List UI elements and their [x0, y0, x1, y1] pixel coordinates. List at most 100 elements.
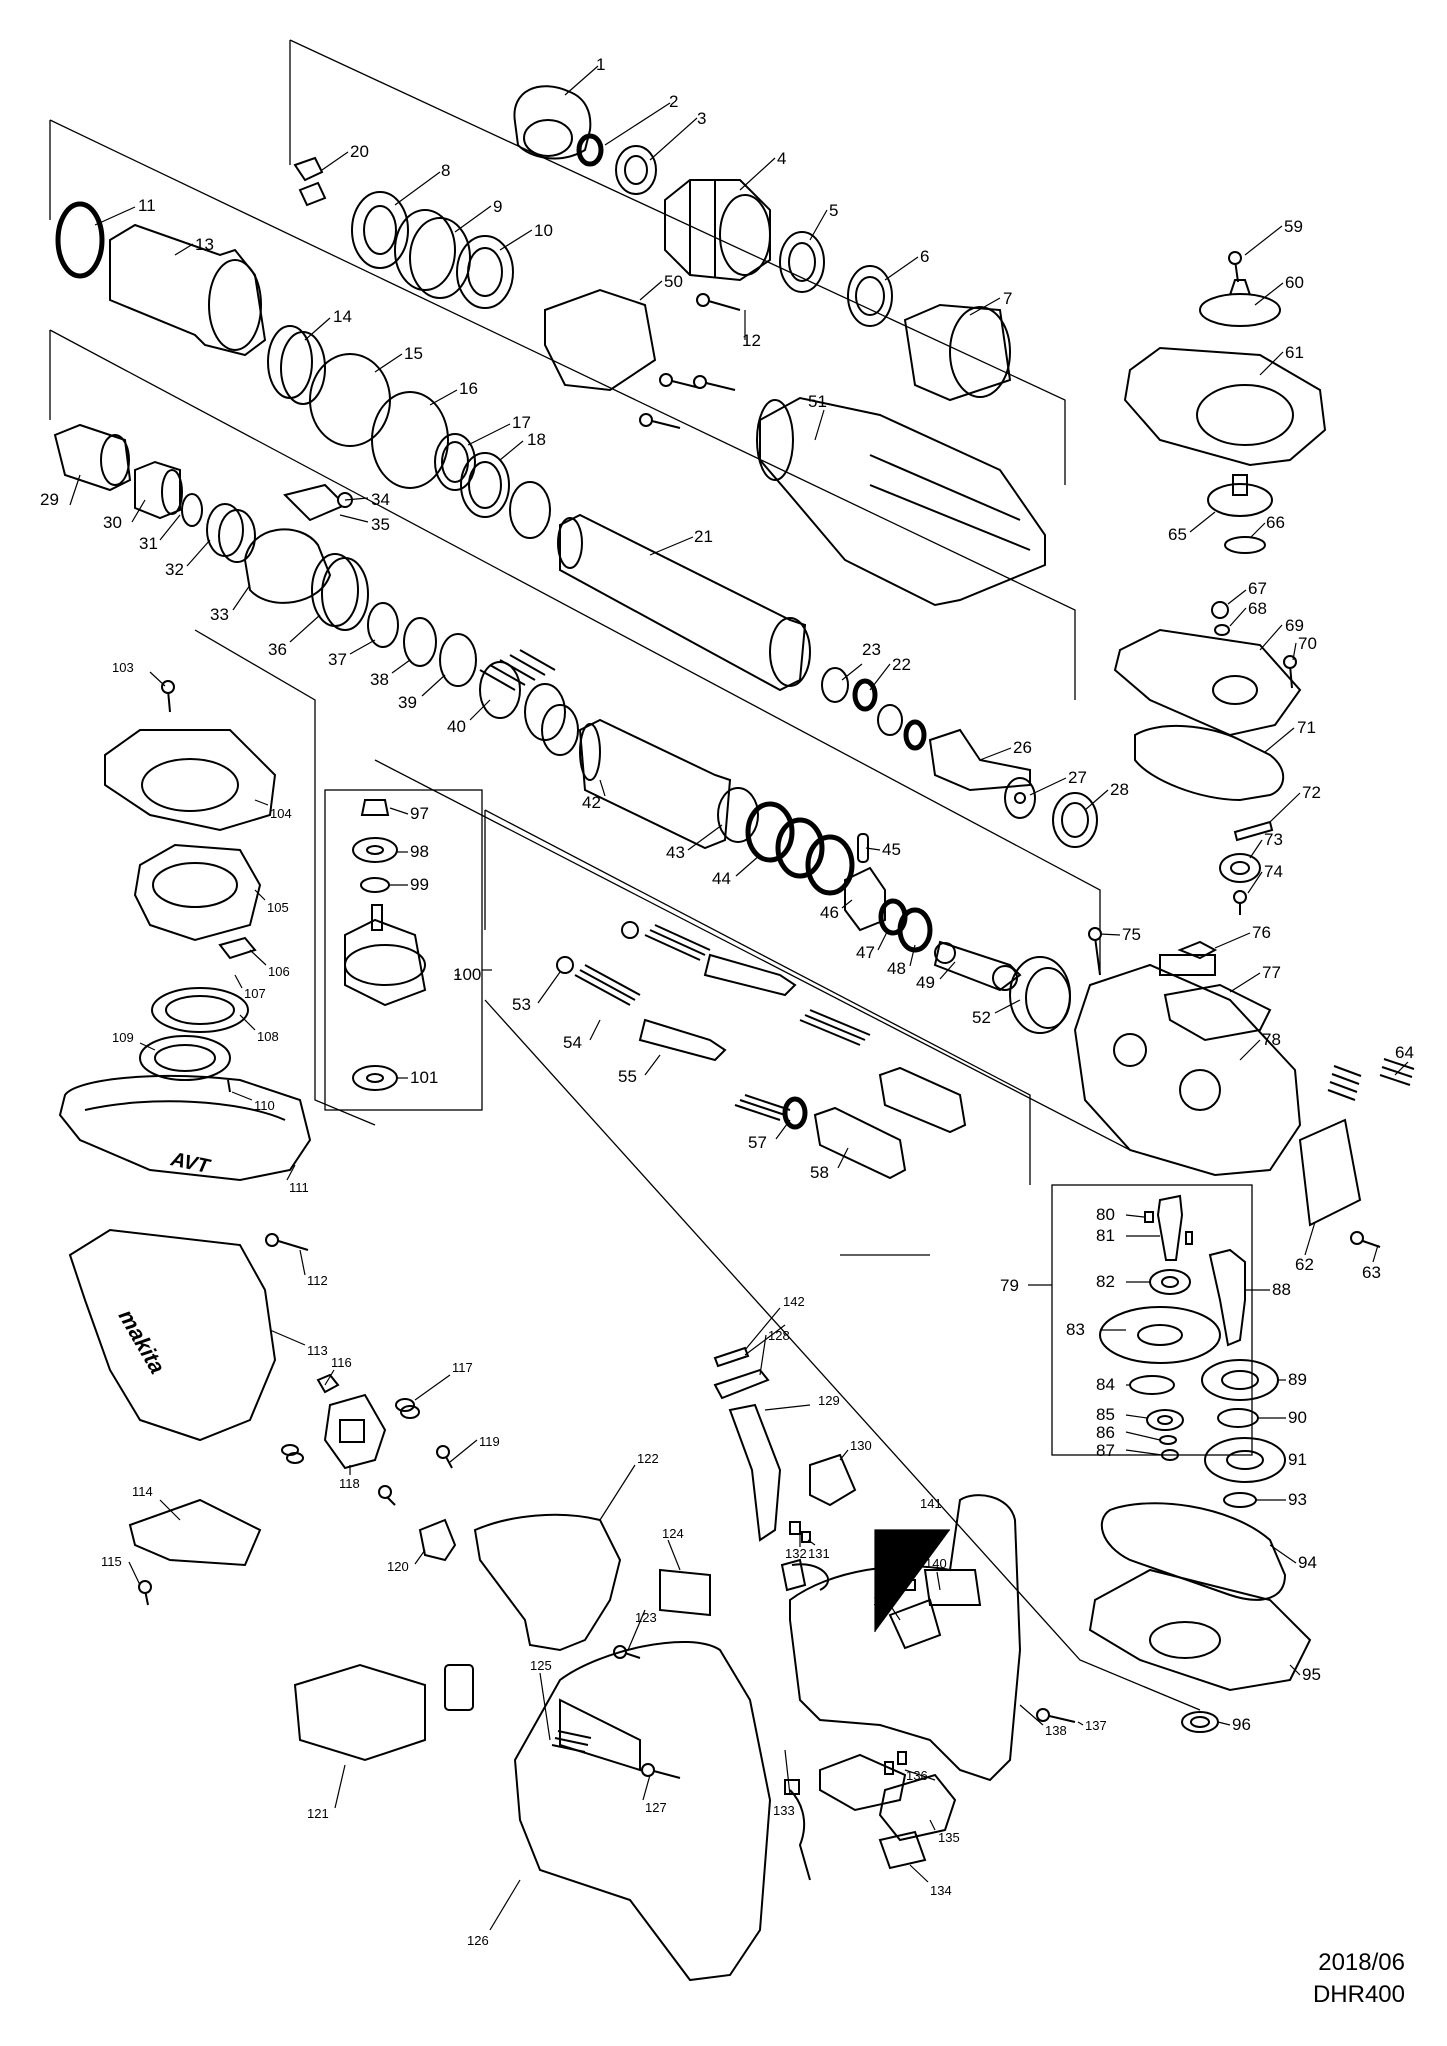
callout-103: 103 [112, 660, 134, 675]
callout-62: 62 [1295, 1255, 1314, 1274]
callout-65: 65 [1168, 525, 1187, 544]
callout-13: 13 [195, 235, 214, 254]
callout-78: 78 [1262, 1030, 1281, 1049]
callout-113: 113 [307, 1343, 328, 1358]
callout-61: 61 [1285, 343, 1304, 362]
callout-33: 33 [210, 605, 229, 624]
callout-44: 44 [712, 869, 731, 888]
callout-67: 67 [1248, 579, 1267, 598]
callout-numbers: 1 2 3 4 5 6 7 8 9 10 11 12 13 14 15 16 1… [40, 55, 1414, 1948]
callout-39: 39 [398, 693, 417, 712]
callout-134: 134 [930, 1883, 952, 1898]
callout-94: 94 [1298, 1553, 1317, 1572]
callout-23: 23 [862, 640, 881, 659]
callout-15: 15 [404, 344, 423, 363]
callout-63: 63 [1362, 1263, 1381, 1282]
callout-86: 86 [1096, 1423, 1115, 1442]
callout-119: 119 [479, 1434, 500, 1449]
callout-72: 72 [1302, 783, 1321, 802]
callout-35: 35 [371, 515, 390, 534]
callout-51: 51 [808, 392, 827, 411]
callout-129: 129 [818, 1393, 840, 1408]
callout-60: 60 [1285, 273, 1304, 292]
callout-5: 5 [829, 201, 838, 220]
callout-108: 108 [257, 1029, 279, 1044]
callout-14: 14 [333, 307, 352, 326]
model-number: DHR400 [1312, 1981, 1405, 2008]
callout-69: 69 [1285, 616, 1304, 635]
callout-105: 105 [267, 900, 289, 915]
callout-48: 48 [887, 959, 906, 978]
callout-68: 68 [1248, 599, 1267, 618]
callout-141: 141 [920, 1496, 942, 1511]
callout-110: 110 [254, 1098, 275, 1113]
callout-49: 49 [916, 973, 935, 992]
callout-100: 100 [453, 965, 481, 984]
callout-34: 34 [371, 490, 390, 509]
callout-7: 7 [1003, 289, 1012, 308]
callout-140: 140 [925, 1556, 947, 1571]
callout-142: 142 [783, 1294, 805, 1309]
callout-90: 90 [1288, 1408, 1307, 1427]
callout-85: 85 [1096, 1405, 1115, 1424]
callout-40: 40 [447, 717, 466, 736]
callout-11: 11 [138, 196, 156, 215]
callout-59: 59 [1284, 217, 1303, 236]
callout-55: 55 [618, 1067, 637, 1086]
callout-47: 47 [856, 943, 875, 962]
callout-101: 101 [410, 1068, 438, 1087]
callout-77: 77 [1262, 963, 1281, 982]
callout-29: 29 [40, 490, 59, 509]
callout-2: 2 [669, 92, 678, 111]
callout-31: 31 [139, 534, 158, 553]
callout-36: 36 [268, 640, 287, 659]
callout-45: 45 [882, 840, 901, 859]
callout-6: 6 [920, 247, 929, 266]
callout-96: 96 [1232, 1715, 1251, 1734]
callout-50: 50 [664, 272, 683, 291]
callout-93: 93 [1288, 1490, 1307, 1509]
callout-66: 66 [1266, 513, 1285, 532]
callout-107: 107 [244, 986, 266, 1001]
callout-88: 88 [1272, 1280, 1291, 1299]
callout-127: 127 [645, 1800, 667, 1815]
callout-71: 71 [1297, 718, 1316, 737]
callout-76: 76 [1252, 923, 1271, 942]
callout-133: 133 [773, 1803, 795, 1818]
callout-9: 9 [493, 197, 502, 216]
callout-10: 10 [534, 221, 553, 240]
callout-83: 83 [1066, 1320, 1085, 1339]
callout-139: 139 [873, 1593, 895, 1608]
callout-84: 84 [1096, 1375, 1115, 1394]
gear-assembly-box [1028, 1184, 1253, 1456]
callout-138: 138 [1045, 1723, 1067, 1738]
callout-53: 53 [512, 995, 531, 1014]
callout-104: 104 [270, 806, 292, 821]
brand-lettering: makita AVT [114, 1148, 213, 1378]
callout-121: 121 [307, 1806, 329, 1821]
callout-18: 18 [527, 430, 546, 449]
explosion-frames [49, 39, 1201, 1711]
callout-17: 17 [512, 413, 531, 432]
callout-21: 21 [694, 527, 713, 546]
callout-4: 4 [777, 149, 786, 168]
callout-116: 116 [331, 1355, 352, 1370]
callout-87: 87 [1096, 1441, 1115, 1460]
callout-124: 124 [662, 1526, 684, 1541]
callout-79: 79 [1000, 1276, 1019, 1295]
callout-109: 109 [112, 1030, 134, 1045]
parts-artwork [53, 85, 1415, 1982]
callout-106: 106 [268, 964, 290, 979]
callout-91: 91 [1288, 1450, 1307, 1469]
callout-73: 73 [1264, 830, 1283, 849]
callout-131: 131 [808, 1546, 830, 1561]
callout-70: 70 [1298, 634, 1317, 653]
callout-64: 64 [1395, 1043, 1414, 1062]
callout-8: 8 [441, 161, 450, 180]
callout-38: 38 [370, 670, 389, 689]
makita-logo-text: makita [114, 1305, 171, 1378]
callout-32: 32 [165, 560, 184, 579]
callout-82: 82 [1096, 1272, 1115, 1291]
callout-125: 125 [530, 1658, 552, 1673]
